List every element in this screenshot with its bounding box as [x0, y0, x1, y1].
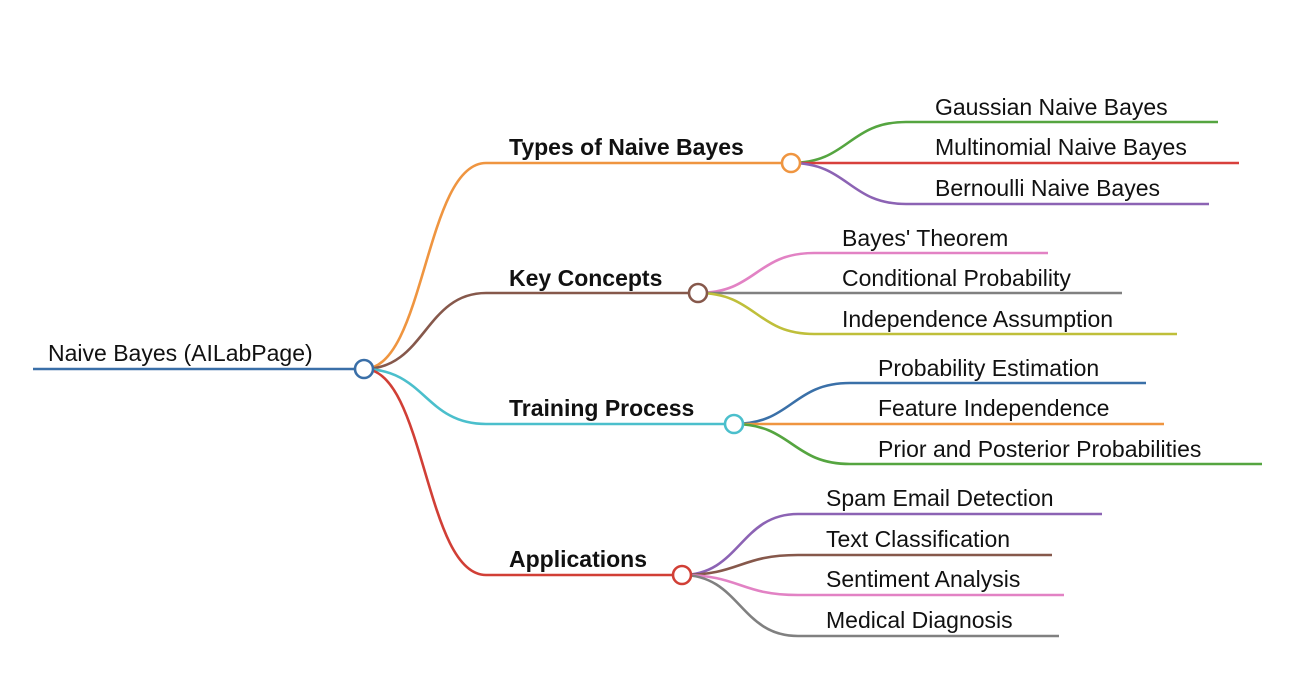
branch-label: Training Process [509, 395, 694, 421]
nodes-layer [353, 152, 802, 586]
edge-branch-to-leaf [790, 120, 907, 165]
branch-label: Key Concepts [509, 265, 662, 291]
edge-branch-to-leaf [733, 422, 851, 466]
edge-root-to-branch [363, 367, 487, 577]
edge-branch-to-leaf [681, 553, 799, 577]
branch-node-circle[interactable] [671, 564, 693, 586]
leaf-label: Bernoulli Naive Bayes [935, 175, 1160, 201]
edges-layer [33, 120, 1262, 638]
edge-root-to-branch [363, 161, 487, 371]
edge-branch-to-leaf [697, 251, 815, 295]
leaf-label: Independence Assumption [842, 306, 1113, 332]
leaf-label: Text Classification [826, 526, 1010, 552]
branch-node-circle[interactable] [723, 413, 745, 435]
edge-branch-to-leaf [790, 161, 907, 206]
branch-label: Types of Naive Bayes [509, 134, 744, 160]
leaf-label: Prior and Posterior Probabilities [878, 436, 1201, 462]
leaf-label: Conditional Probability [842, 265, 1071, 291]
edge-branch-to-leaf [733, 381, 851, 426]
root-node-circle[interactable] [353, 358, 375, 380]
edge-branch-to-leaf [697, 291, 815, 336]
leaf-label: Gaussian Naive Bayes [935, 94, 1168, 120]
leaf-label: Bayes' Theorem [842, 225, 1008, 251]
leaf-label: Sentiment Analysis [826, 566, 1020, 592]
branch-node-circle[interactable] [780, 152, 802, 174]
leaf-label: Spam Email Detection [826, 485, 1054, 511]
branch-node-circle[interactable] [687, 282, 709, 304]
leaf-label: Probability Estimation [878, 355, 1099, 381]
leaf-label: Medical Diagnosis [826, 607, 1013, 633]
leaf-label: Feature Independence [878, 395, 1109, 421]
edge-branch-to-leaf [681, 512, 799, 577]
branch-label: Applications [509, 546, 647, 572]
root-label: Naive Bayes (AILabPage) [48, 340, 313, 366]
leaf-label: Multinomial Naive Bayes [935, 134, 1187, 160]
edge-branch-to-leaf [681, 573, 799, 638]
edge-root-to-branch [363, 367, 487, 426]
edge-root-to-branch [363, 291, 487, 371]
